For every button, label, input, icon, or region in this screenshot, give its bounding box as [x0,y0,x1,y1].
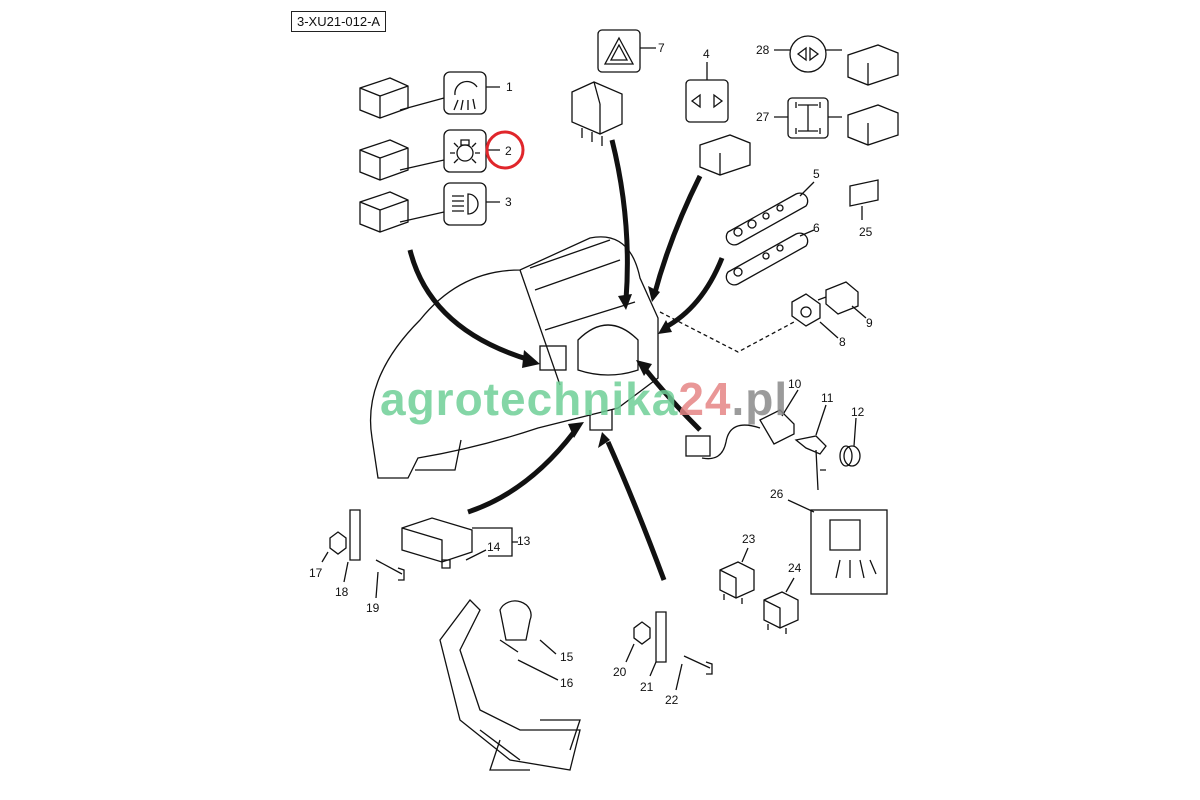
diagram-reference-code: 3-XU21-012-A [291,11,387,32]
four-wheel-drive-icon [787,97,829,139]
callout-26: 26 [770,487,784,501]
callout-17: 17 [309,566,323,580]
callout-14: 14 [487,540,501,554]
nut-20 [633,621,651,645]
turn-signal-icon [685,79,729,123]
watermark-part-2: 24 [678,373,732,425]
hazard-icon [597,29,641,73]
clip-14 [441,559,451,569]
callout-24: 24 [788,561,802,575]
bracket-18 [349,509,361,561]
callout-16: 16 [560,676,574,690]
work-light-icon [443,71,487,115]
turn-signal-switch [699,134,751,176]
callout-25: 25 [859,225,873,239]
relay-socket-box-26 [810,509,888,595]
callout-8: 8 [839,335,846,349]
callout-27: 27 [756,110,770,124]
callout-2: 2 [505,144,512,158]
callout-15: 15 [560,650,574,664]
highlight-circle-part-2 [485,130,525,170]
instrument-console [369,236,659,479]
indicator-plate-5 [725,192,809,246]
callout-9: 9 [866,316,873,330]
key-11 [794,435,827,491]
bracket-21 [655,611,667,663]
callout-13: 13 [517,534,531,548]
switch-27 [847,104,899,146]
indicator-plate-6 [725,232,809,286]
rocker-switch-2 [359,139,409,181]
rocker-switch-1 [359,77,409,119]
switch-bezel-8 [791,293,821,327]
relay-23 [719,561,755,604]
watermark-part-1: agrotechnika [380,373,679,425]
switch-15 [499,600,532,641]
cover-25 [849,179,879,207]
diff-lock-icon [789,35,827,73]
callout-22: 22 [665,693,679,707]
bolt-22 [683,655,713,675]
headlight-icon [443,182,487,226]
callout-5: 5 [813,167,820,181]
callout-21: 21 [640,680,654,694]
callout-23: 23 [742,532,756,546]
callout-18: 18 [335,585,349,599]
callout-4: 4 [703,47,710,61]
ignition-switch-10 [685,409,795,460]
nut-17 [329,531,347,555]
callout-3: 3 [505,195,512,209]
callout-1: 1 [506,80,513,94]
switch-28 [847,44,899,86]
callout-6: 6 [813,221,820,235]
assembly-arrows [407,139,725,581]
callout-7: 7 [658,41,665,55]
relay-24 [763,591,799,634]
switch-9 [817,281,859,315]
callout-20: 20 [613,665,627,679]
callout-12: 12 [851,405,865,419]
callout-19: 19 [366,601,380,615]
bolt-16 [499,639,519,653]
callout-10: 10 [788,377,802,391]
pedal-assembly [439,599,581,771]
module-13 [401,517,473,563]
watermark: agrotechnika24.pl [380,372,788,426]
ring-nut-12 [839,445,861,467]
rocker-switch-3 [359,191,409,233]
callout-28: 28 [756,43,770,57]
bolt-19 [375,559,405,581]
hazard-switch [571,81,623,146]
callout-11: 11 [821,391,834,405]
beacon-light-icon [443,129,487,173]
watermark-part-3: .pl [731,373,789,425]
